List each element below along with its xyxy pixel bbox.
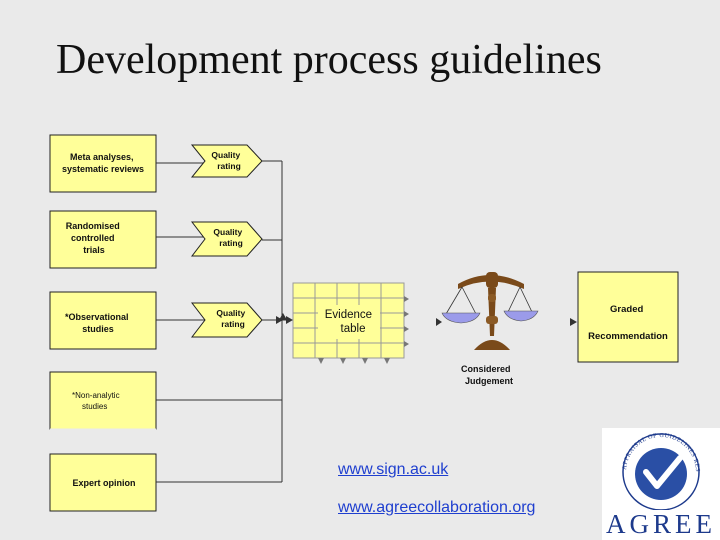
sign-link[interactable]: www.sign.ac.uk [338, 461, 448, 479]
source-label-line: systematic reviews [62, 164, 144, 174]
graded-recommendation-box: Graded Recommendation [578, 272, 678, 362]
source-label-line: trials [83, 245, 105, 255]
arrow-to-recommendation [570, 318, 577, 326]
source-label-line: controlled [71, 233, 115, 243]
evidence-table-label: table [341, 323, 366, 335]
source-label-line: *Observational [65, 312, 129, 322]
agree-seal-icon: APPRAISAL OF GUIDELINES RESEARCH & EVALU… [602, 428, 720, 510]
quality-rating-tag: Quality rating [192, 145, 262, 177]
considered-judgement-label: Considered Judgement [461, 364, 513, 386]
source-label-line: *Non-analytic [72, 391, 120, 400]
source-box-expert-opinion: Expert opinion [50, 454, 156, 511]
source-label-line: studies [82, 402, 107, 411]
source-box-non-analytic: *Non-analytic studies [50, 372, 156, 430]
logo-wordmark: AGREE [602, 509, 720, 540]
source-label-line: studies [82, 324, 114, 334]
quality-rating-tag: Quality rating [192, 222, 262, 256]
svg-text:Expert opinion: Expert opinion [73, 478, 136, 488]
source-box-meta-analyses: Meta analyses, systematic reviews [50, 135, 156, 192]
source-label-line: Expert opinion [73, 478, 136, 488]
source-label-line: Meta analyses, [70, 152, 134, 162]
scales-icon [442, 272, 538, 350]
agree-collaboration-link[interactable]: www.agreecollaboration.org [338, 499, 535, 517]
evidence-table: Evidence table [293, 283, 409, 364]
arrow-to-judgement [436, 318, 442, 326]
source-box-rct: Randomised controlled trials [50, 211, 156, 268]
svg-text:Quality rating: Quality rating [216, 308, 247, 329]
source-box-observational: *Observational studies [50, 292, 156, 349]
evidence-table-label: Evidence [325, 309, 372, 321]
agree-logo: APPRAISAL OF GUIDELINES RESEARCH & EVALU… [602, 428, 720, 540]
source-label-line: Randomised [66, 221, 120, 231]
